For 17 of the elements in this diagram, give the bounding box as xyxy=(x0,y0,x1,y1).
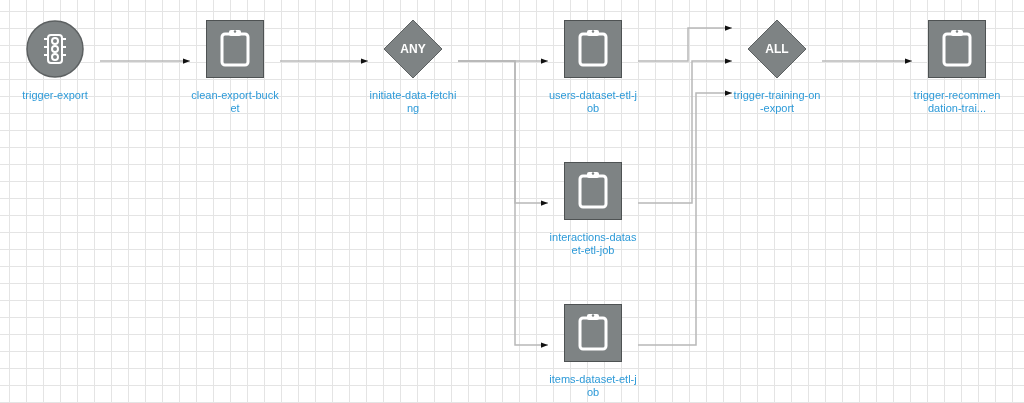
node-label: initiate-data-fetching xyxy=(368,89,458,115)
node-label: trigger-export xyxy=(21,89,89,102)
arrow xyxy=(279,58,369,64)
node-label: trigger-training-on-export xyxy=(732,89,822,115)
arrow xyxy=(821,58,913,64)
node-label: users-dataset-etl-job xyxy=(548,89,638,115)
node-label: interactions-dataset-etl-job xyxy=(548,231,638,257)
arrow xyxy=(637,25,733,62)
arrow xyxy=(457,60,549,348)
arrow xyxy=(637,90,733,346)
condition-label: ALL xyxy=(764,42,790,56)
node-label: clean-export-bucket xyxy=(190,89,280,115)
node-label: trigger-recommendation-trai... xyxy=(912,89,1002,115)
condition-label: ANY xyxy=(399,42,427,56)
arrow xyxy=(637,58,733,204)
node-label: items-dataset-etl-job xyxy=(548,373,638,399)
arrow xyxy=(99,58,191,64)
